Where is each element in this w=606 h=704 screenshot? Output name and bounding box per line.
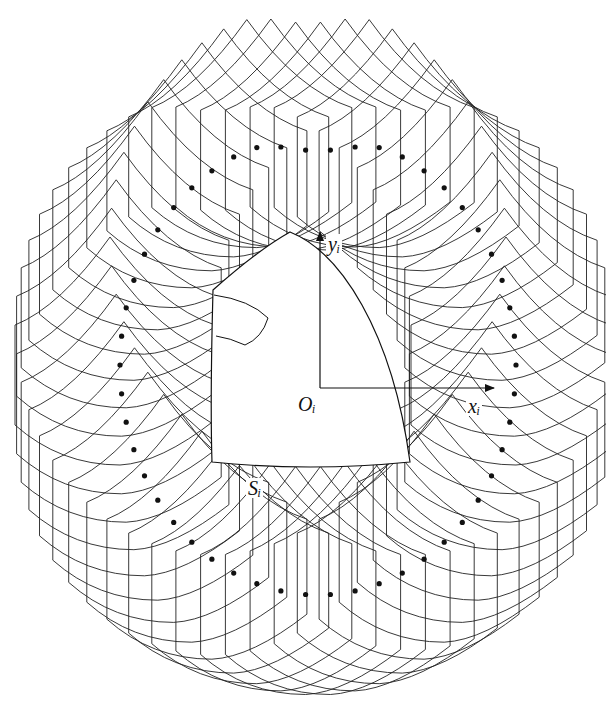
shape-copy	[339, 60, 539, 288]
reference-dot	[512, 334, 517, 339]
shape-copy	[373, 372, 573, 600]
shape-copy	[176, 19, 376, 247]
reference-dot	[500, 278, 505, 283]
shape-copy	[21, 180, 221, 408]
reference-dot	[117, 362, 122, 367]
reference-dot	[278, 144, 283, 149]
reference-dot	[189, 540, 194, 545]
reference-dot	[489, 473, 494, 478]
reference-dot	[155, 227, 160, 232]
shape-copy	[15, 237, 215, 465]
shape-copy	[274, 456, 474, 684]
reference-dot	[303, 148, 308, 153]
reference-dot	[254, 581, 259, 586]
reference-dot	[124, 420, 129, 425]
reference-dot	[442, 540, 447, 545]
reference-dot	[231, 154, 236, 159]
reference-dot	[400, 571, 405, 576]
translated-shapes	[15, 19, 606, 695]
reference-dot	[460, 205, 465, 210]
reference-dot	[124, 305, 129, 310]
shape-copy	[40, 126, 240, 354]
shape-copy	[397, 152, 597, 380]
reference-dot	[513, 362, 518, 367]
reference-dot	[422, 168, 427, 173]
shape-copy	[201, 467, 401, 695]
reference-dot	[377, 581, 382, 586]
shape-copy	[225, 22, 425, 250]
reference-dot	[231, 571, 236, 576]
reference-dot	[155, 498, 160, 503]
reference-dot	[507, 420, 512, 425]
shape-copy	[373, 102, 573, 330]
reference-dot	[476, 227, 481, 232]
reference-dot	[119, 391, 124, 396]
reference-dot	[507, 305, 512, 310]
reference-dot	[512, 391, 517, 396]
reference-dot	[278, 588, 283, 593]
reference-dot	[442, 185, 447, 190]
region-s	[211, 232, 410, 467]
shape-copy	[176, 463, 376, 691]
shape-copy	[129, 29, 329, 257]
shape-copy	[250, 463, 450, 691]
shape-copy	[357, 80, 557, 308]
shape-copy	[152, 20, 352, 248]
reference-dot	[171, 520, 176, 525]
reference-dot	[489, 252, 494, 257]
y-axis	[319, 232, 320, 388]
shape-copy	[201, 22, 401, 250]
shape-copy	[225, 467, 425, 695]
reference-dot	[328, 592, 333, 597]
axis-label: yᵢ	[326, 234, 342, 254]
reference-dot	[476, 498, 481, 503]
reference-dots	[117, 144, 518, 597]
reference-dot	[377, 145, 382, 150]
partial-shape	[214, 295, 268, 345]
reference-dot	[422, 557, 427, 562]
reference-dot	[500, 447, 505, 452]
reference-dot	[189, 185, 194, 190]
shape-copy	[297, 445, 497, 673]
reference-dot	[131, 447, 136, 452]
shape-copy	[405, 180, 605, 408]
reference-dot	[142, 252, 147, 257]
shape-copy	[409, 208, 606, 436]
shape-copy	[274, 20, 474, 248]
reference-dot	[131, 278, 136, 283]
reference-dot	[119, 334, 124, 339]
reference-dot	[353, 588, 358, 593]
axis-label: xᵢ	[466, 396, 482, 416]
reference-dot	[171, 205, 176, 210]
reference-dot	[254, 145, 259, 150]
shape-copy	[387, 348, 587, 576]
reference-dot	[353, 144, 358, 149]
reference-dot	[209, 168, 214, 173]
shape-copy	[17, 208, 217, 436]
reference-dot	[400, 154, 405, 159]
axis-label: Oᵢ	[296, 394, 318, 414]
shape-copy	[152, 456, 352, 684]
reference-dot	[209, 557, 214, 562]
reference-dot	[328, 148, 333, 153]
axis-label: Sᵢ	[246, 478, 263, 498]
reference-dot	[142, 473, 147, 478]
shape-copy	[297, 29, 497, 257]
reference-dot	[303, 592, 308, 597]
shape-copy	[107, 43, 307, 271]
shape-copy	[405, 294, 605, 522]
shape-copy	[21, 294, 221, 522]
reference-dot	[460, 520, 465, 525]
x-axis	[320, 387, 494, 388]
